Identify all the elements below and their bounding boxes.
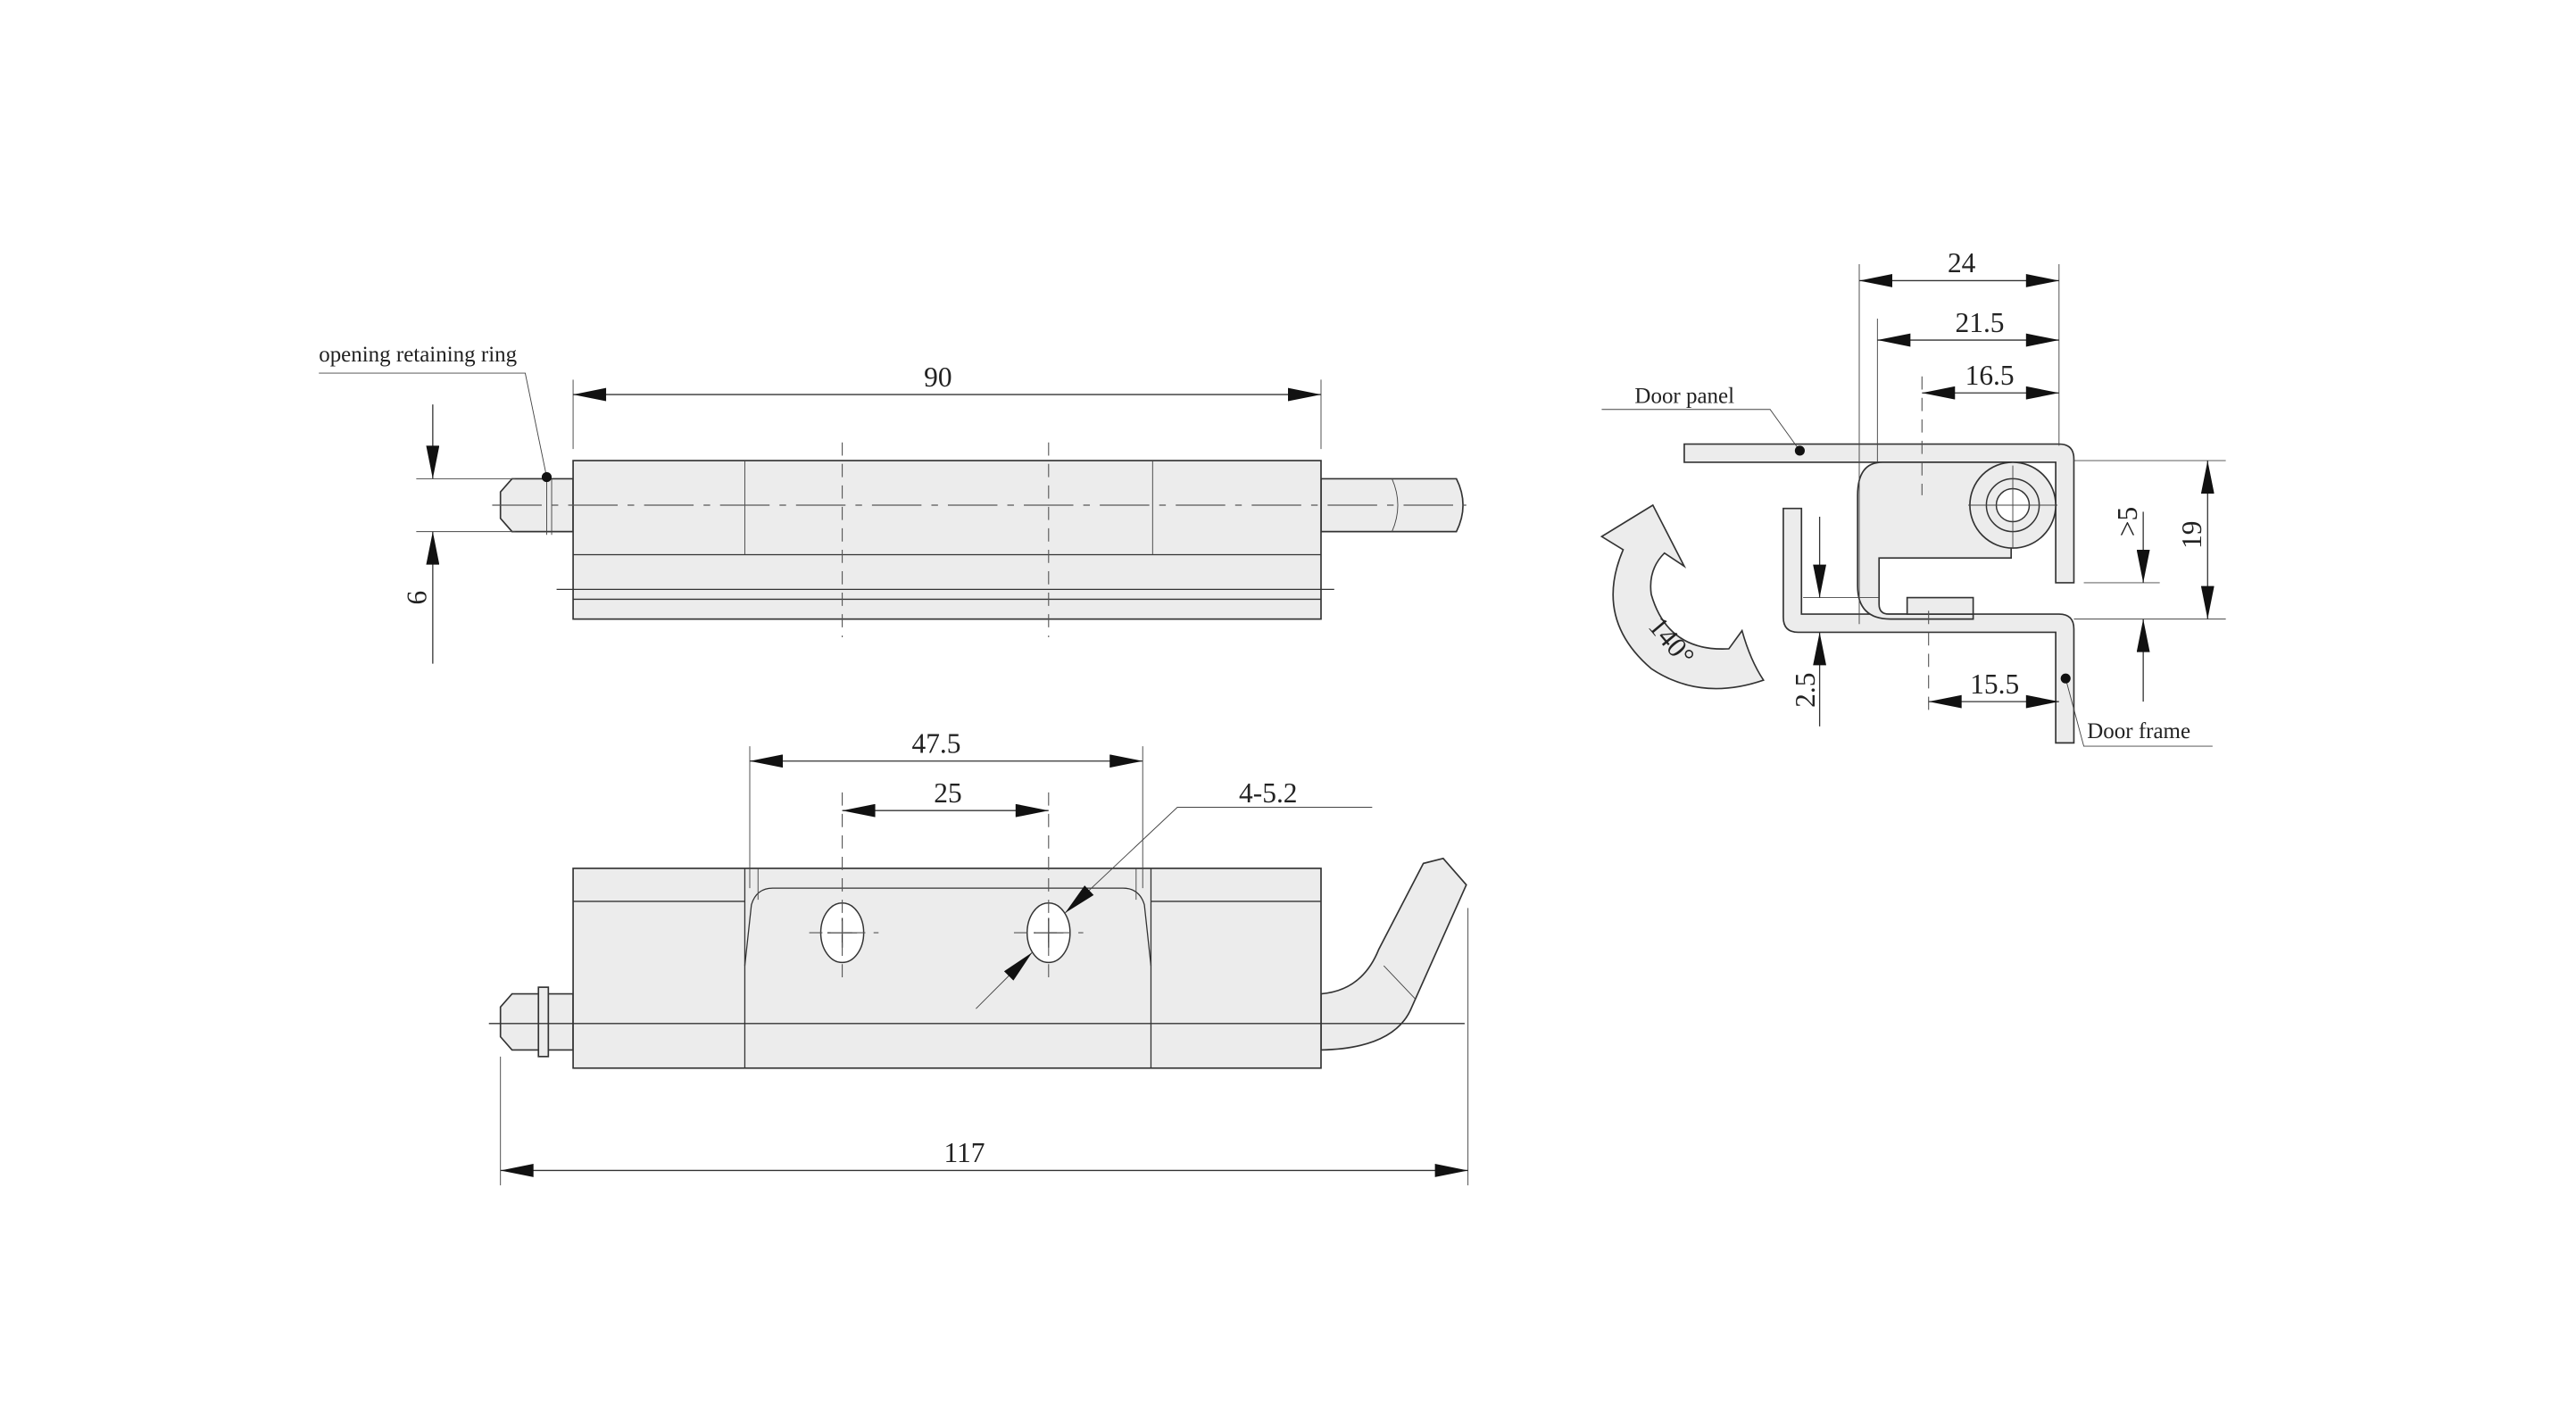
dim-hole-4-5-2: 4-5.2 (1239, 777, 1298, 809)
dim-21-5: 21.5 (1956, 307, 2005, 338)
dim-25: 25 (934, 777, 961, 809)
top-view: 90 6 opening retaining ring (319, 343, 1467, 664)
dim-overall-117: 117 (943, 1137, 985, 1168)
dim-2-5: 2.5 (1790, 673, 1821, 708)
dim-47-5: 47.5 (912, 727, 961, 759)
rotation-arrow-icon (1600, 503, 1766, 690)
bent-pin (1320, 857, 1467, 1051)
dim-24: 24 (1948, 247, 1976, 278)
dim-19: 19 (2176, 521, 2207, 549)
dim-15-5: 15.5 (1970, 668, 2019, 700)
dim-pin-6: 6 (401, 591, 432, 605)
bottom-view: 47.5 25 4-5.2 117 (488, 727, 1469, 1186)
hinge-body-top (572, 460, 1322, 620)
door-frame (1782, 507, 2075, 744)
label-door-panel: Door panel (1634, 384, 1734, 408)
hinge-body-bottom (572, 868, 1322, 1069)
dim-16-5: 16.5 (1965, 360, 2015, 391)
door-panel (1683, 443, 2075, 584)
label-retaining-ring: opening retaining ring (319, 343, 517, 367)
side-view: 24 21.5 16.5 15.5 19 >5 2.5 Door panel D… (1600, 247, 2226, 747)
dim-length-90: 90 (924, 361, 951, 393)
washer (537, 986, 550, 1058)
left-pin-bottom (499, 992, 574, 1051)
mounting-plate (744, 887, 1152, 967)
label-door-frame: Door frame (2087, 719, 2190, 743)
dim-gt-5: >5 (2112, 507, 2143, 536)
